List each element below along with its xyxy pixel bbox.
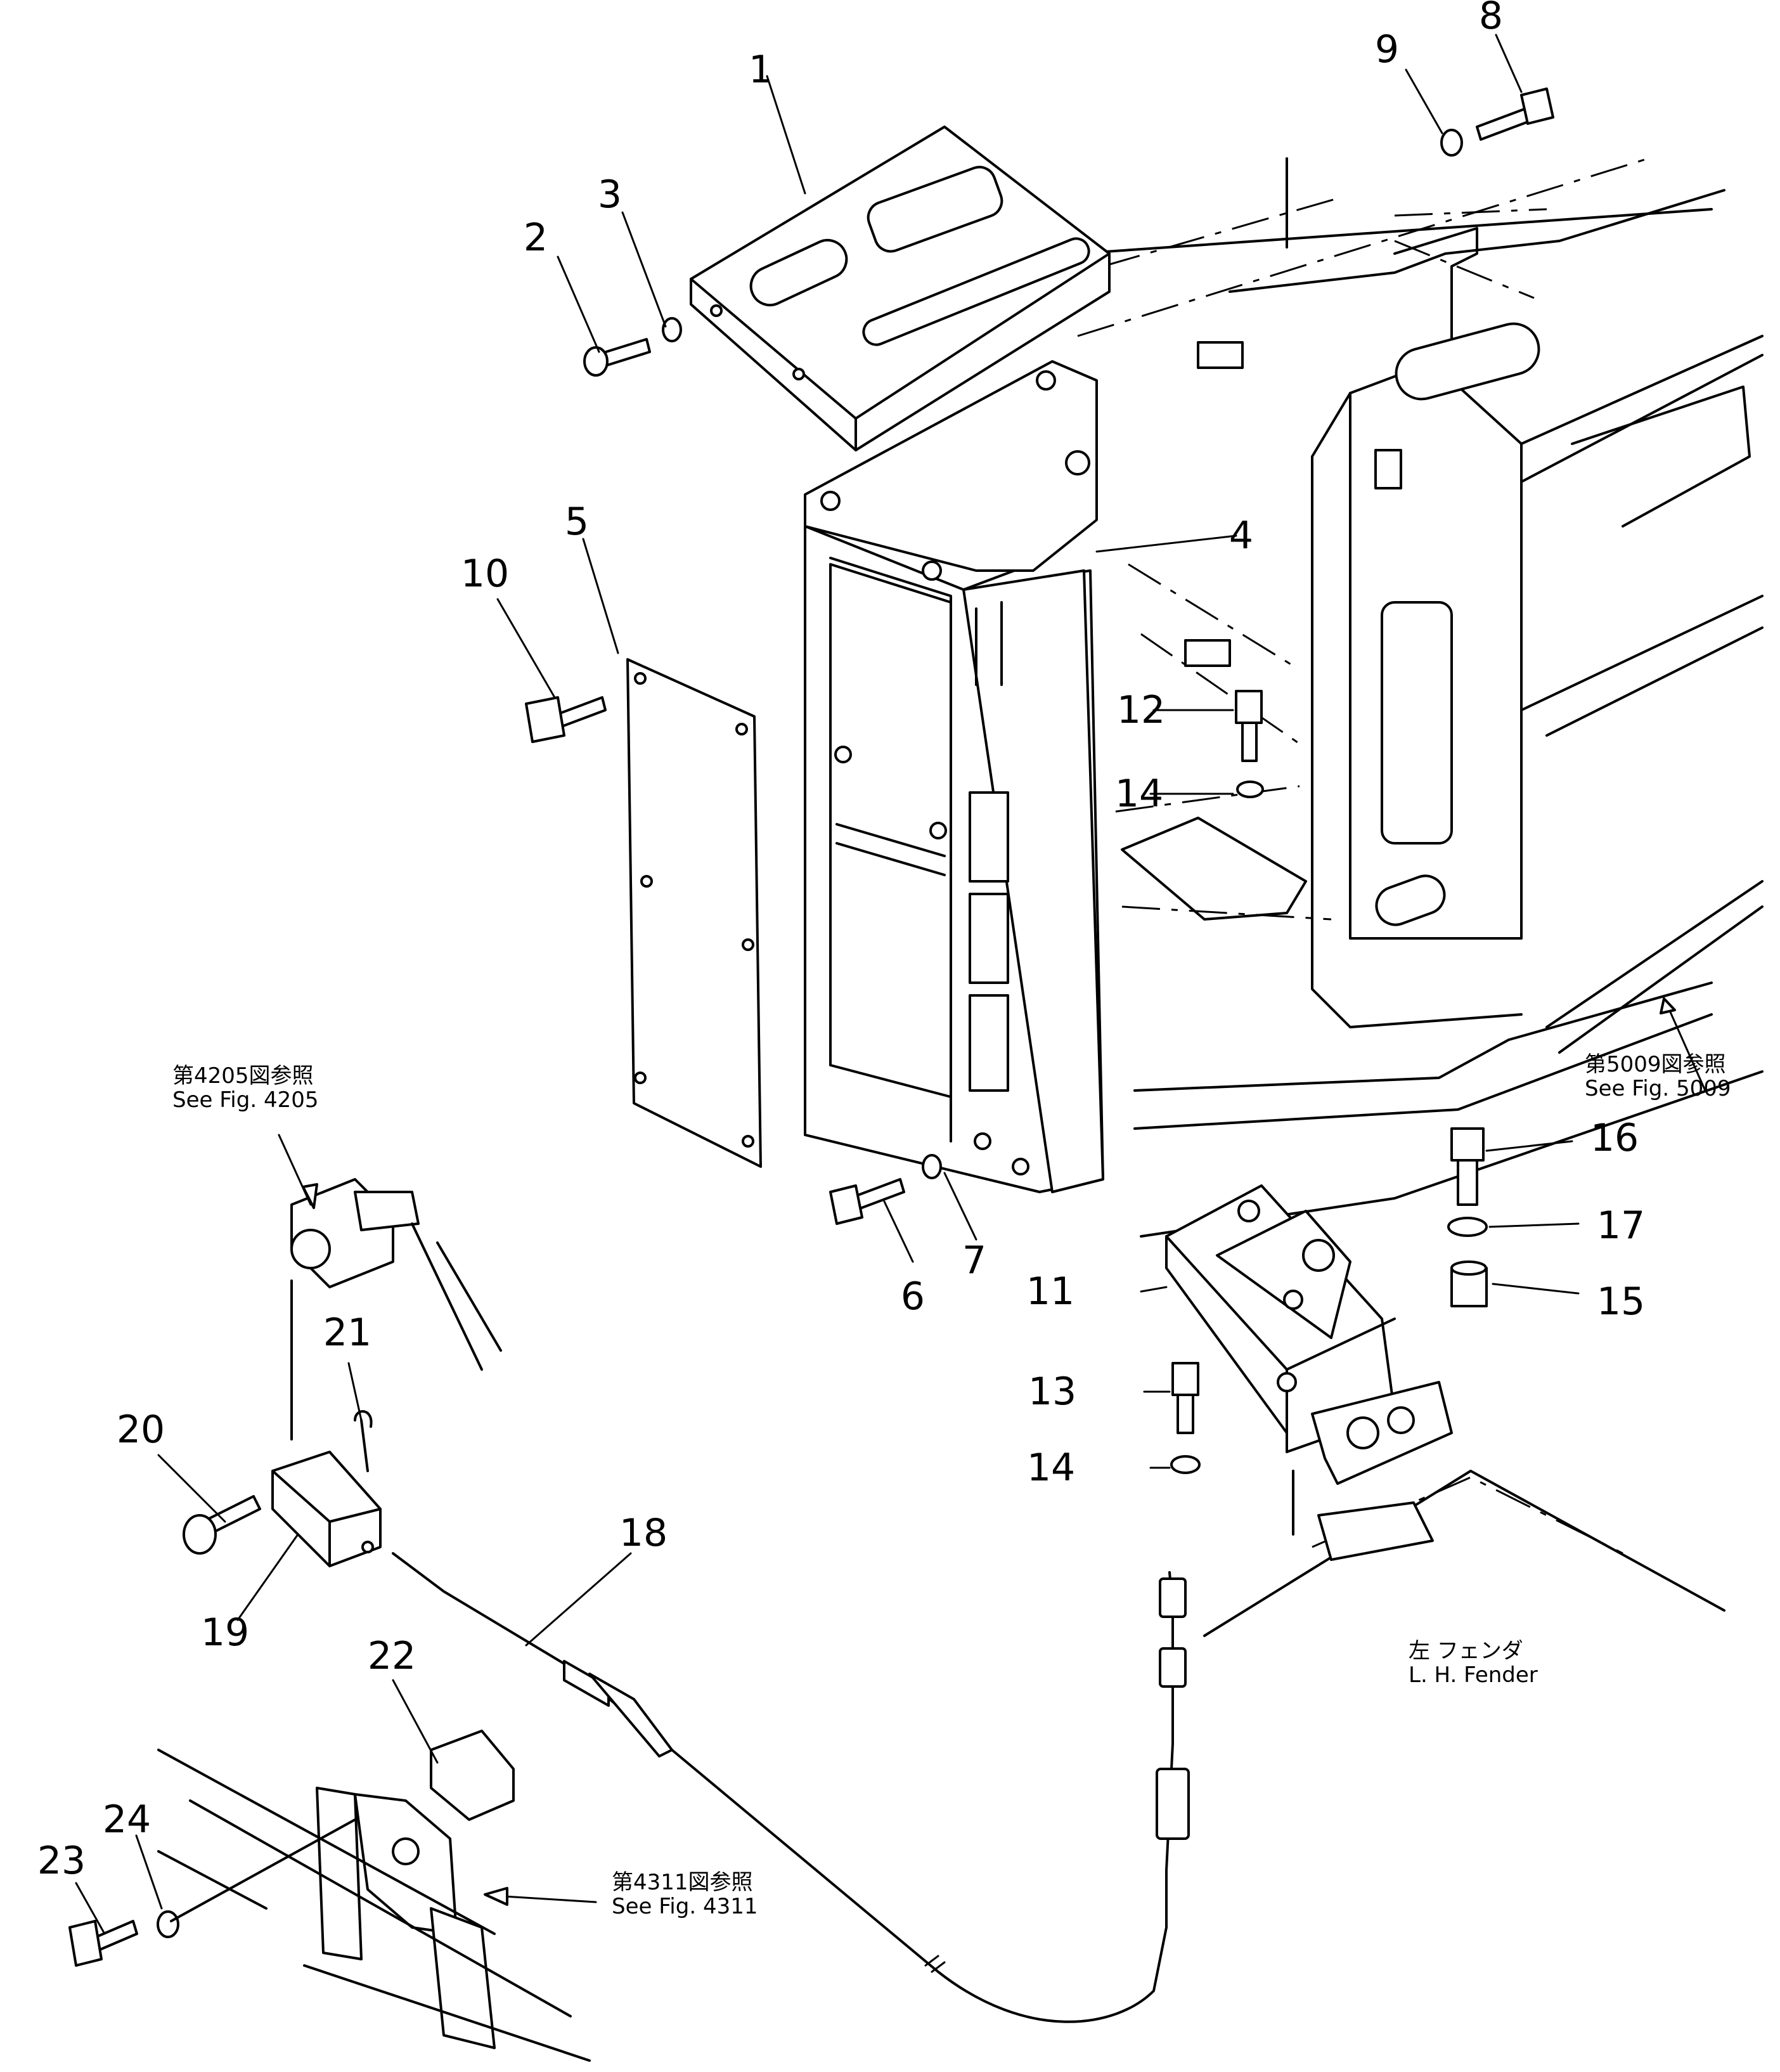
callout-24: 24 (102, 1797, 152, 1842)
part-5-panel (626, 658, 762, 1168)
reference-lh-fender-jp: 左 フェンダ (1409, 1638, 1523, 1664)
callout-20: 20 (116, 1408, 165, 1452)
part-19-joint-block (271, 1451, 382, 1567)
callout-13: 13 (1028, 1369, 1077, 1414)
part-11-bracket (1165, 1184, 1453, 1485)
callout-11: 11 (1026, 1269, 1075, 1314)
fasteners (68, 87, 1554, 1967)
callout-5: 5 (564, 500, 590, 544)
callout-21: 21 (323, 1311, 372, 1355)
callout-19: 19 (200, 1610, 250, 1655)
part-18-control-cable (392, 1552, 1190, 2023)
callout-22: 22 (367, 1634, 416, 1678)
callout-12: 12 (1116, 688, 1166, 732)
floor-lines (1203, 1470, 1725, 1637)
reference-fig-4205-en: See Fig. 4205 (172, 1087, 319, 1113)
callout-9: 9 (1374, 27, 1400, 72)
reference-fig-4311-jp: 第4311図参照 (612, 1870, 753, 1895)
callout-10: 10 (460, 552, 510, 596)
callout-4: 4 (1229, 514, 1254, 558)
reference-fig-4205: 第4205図参照 See Fig. 4205 (172, 1064, 318, 1112)
callout-16: 16 (1590, 1116, 1639, 1160)
reference-lh-fender: 左 フェンダ L. H. Fender (1409, 1639, 1538, 1687)
callout-15: 15 (1596, 1279, 1646, 1324)
lever-assembly-4205 (290, 1178, 502, 1441)
callout-8: 8 (1478, 0, 1504, 38)
callout-18: 18 (619, 1511, 668, 1555)
callout-2: 2 (523, 216, 548, 260)
leader-lines (75, 34, 1706, 1935)
reference-lh-fender-en: L. H. Fender (1409, 1662, 1538, 1688)
callout-3: 3 (597, 172, 622, 217)
callout-17: 17 (1596, 1203, 1646, 1248)
frame-structure (1076, 157, 1764, 1238)
callout-1: 1 (748, 48, 773, 92)
reference-fig-5009-jp: 第5009図参照 (1585, 1052, 1726, 1077)
reference-fig-4311-en: See Fig. 4311 (612, 1894, 758, 1919)
reference-fig-5009-en: See Fig. 5009 (1585, 1076, 1731, 1101)
part-22-clip-and-4311-assembly (157, 1730, 591, 2062)
reference-fig-4311: 第4311図参照 See Fig. 4311 (612, 1870, 758, 1919)
callout-14-upper: 14 (1114, 772, 1164, 816)
callout-14-lower: 14 (1026, 1446, 1076, 1490)
callout-7: 7 (962, 1238, 987, 1283)
callout-23: 23 (37, 1839, 86, 1883)
part-1-top-cover (690, 126, 1111, 451)
reference-fig-4205-jp: 第4205図参照 (172, 1063, 314, 1089)
reference-fig-5009: 第5009図参照 See Fig. 5009 (1585, 1052, 1731, 1101)
callout-6: 6 (900, 1274, 925, 1319)
part-4-console-box (804, 360, 1104, 1193)
